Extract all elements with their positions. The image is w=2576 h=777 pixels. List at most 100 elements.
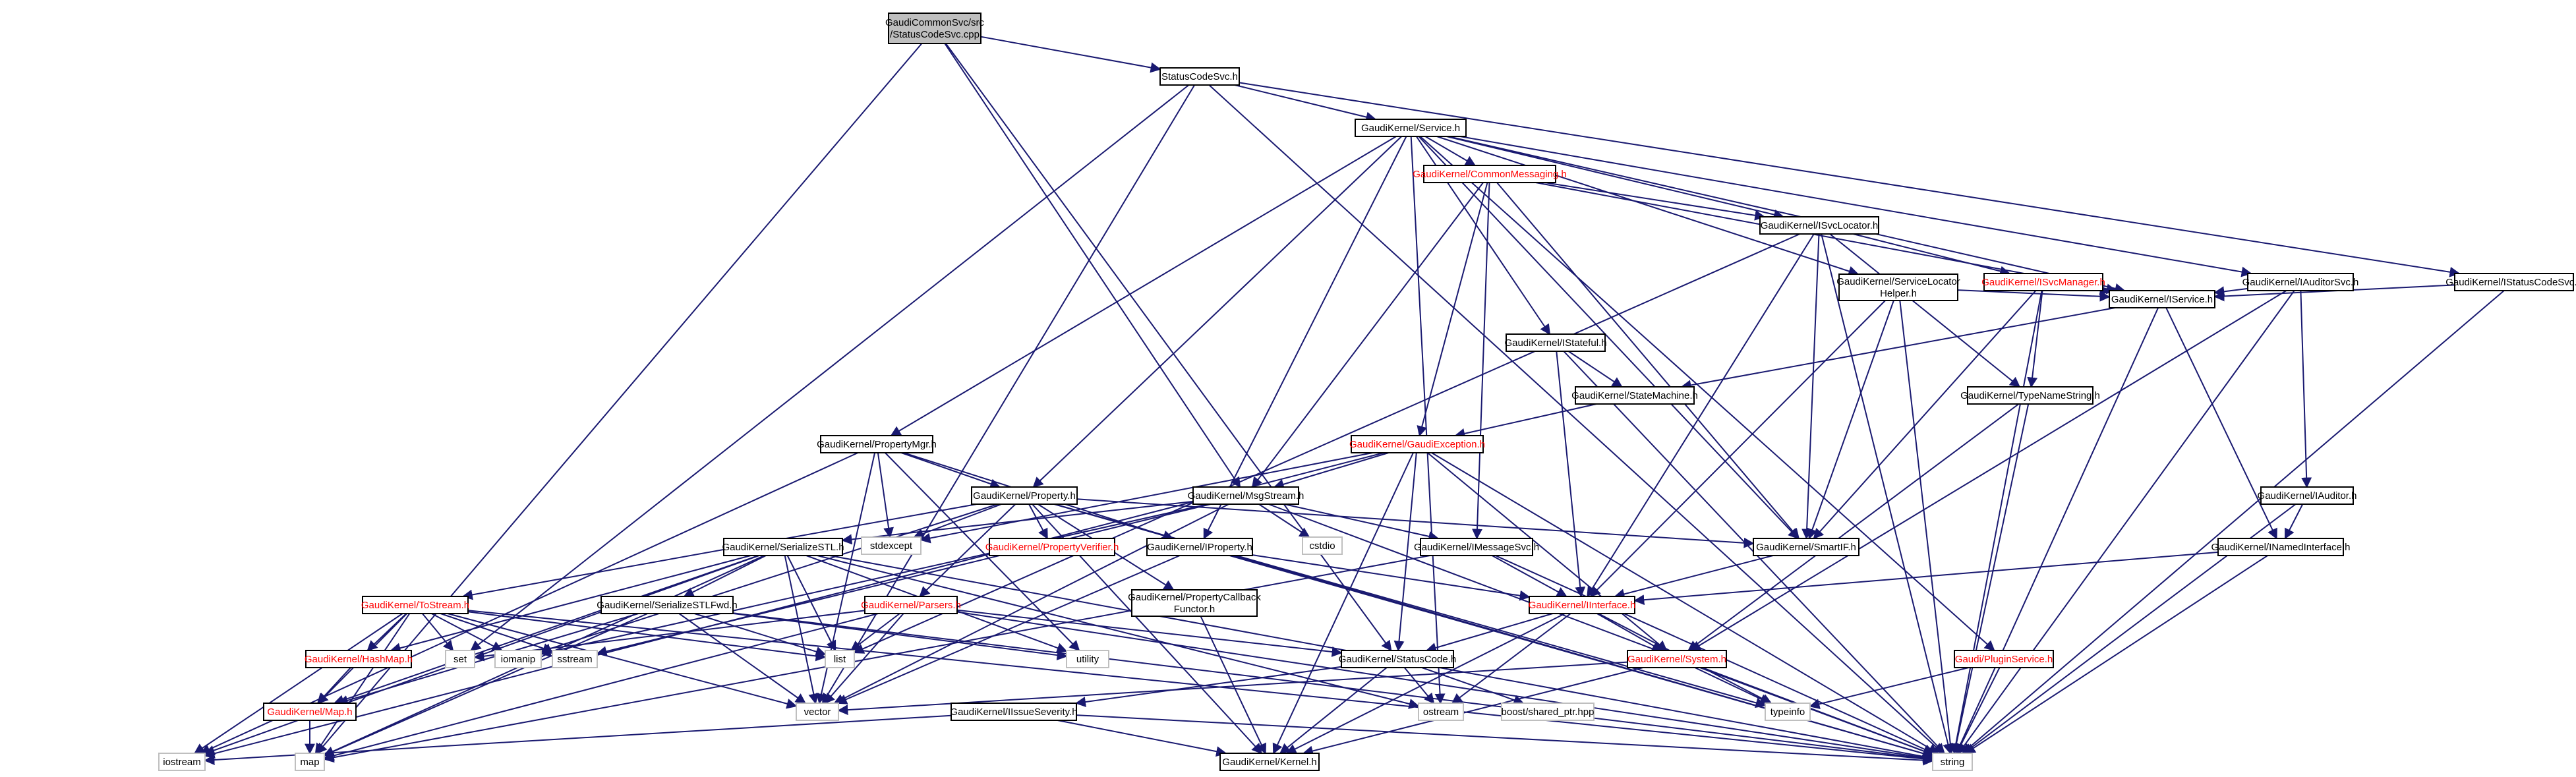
edge-isvclocator_h-to-list bbox=[853, 233, 1801, 654]
edge-system_h-to-typeinfo bbox=[1694, 667, 1771, 705]
node-box bbox=[1838, 273, 1958, 301]
edge-serializestl_h-to-hashmap_h bbox=[390, 555, 751, 654]
node-box bbox=[1131, 589, 1258, 617]
edge-root-to-msgstream_h bbox=[944, 43, 1241, 488]
node-ostream[interactable]: ostream bbox=[1418, 703, 1464, 721]
node-label: Helper.h bbox=[1880, 288, 1917, 299]
edge-tostream_h-to-iomanip bbox=[431, 613, 503, 651]
node-serializestl_h[interactable]: GaudiKernel/SerializeSTL.h bbox=[722, 538, 844, 556]
node-iinterface_h[interactable]: GaudiKernel/IInterface.h bbox=[1529, 596, 1636, 614]
edge-svclocatorhelper_h-to-iservice_h bbox=[1957, 289, 2111, 302]
node-label: StatusCodeSvc.h bbox=[1161, 71, 1238, 82]
node-istatuscodesvc_h[interactable]: GaudiKernel/IStatusCodeSvc.h bbox=[2445, 273, 2576, 291]
edge-system_h-to-string bbox=[1699, 667, 1934, 757]
edge-service_h-to-propertymgr_h bbox=[890, 136, 1397, 436]
node-statuscode_h[interactable]: GaudiKernel/StatusCode.h bbox=[1339, 650, 1456, 668]
edge-gaudiexception_h-to-kernel_h bbox=[1272, 452, 1414, 755]
node-property_h[interactable]: GaudiKernel/Property.h bbox=[971, 486, 1078, 505]
node-stdexcept[interactable]: stdexcept bbox=[861, 536, 922, 555]
node-statemachine_h[interactable]: GaudiKernel/StateMachine.h bbox=[1571, 386, 1698, 405]
edge-serializestlfwd_h-to-map_h bbox=[337, 613, 639, 706]
node-label: GaudiKernel/CommonMessaging.h bbox=[1413, 169, 1566, 180]
node-isvclocator_h[interactable]: GaudiKernel/ISvcLocator.h bbox=[1759, 216, 1879, 235]
node-typeinfo[interactable]: typeinfo bbox=[1765, 703, 1811, 721]
node-label: GaudiKernel/StatusCode.h bbox=[1339, 654, 1456, 665]
node-kernel_h[interactable]: GaudiKernel/Kernel.h bbox=[1219, 753, 1320, 771]
edge-inamedinterface_h-to-iinterface_h bbox=[1633, 551, 2219, 606]
node-label: GaudiKernel/StateMachine.h bbox=[1571, 390, 1698, 401]
node-box bbox=[2247, 273, 2354, 291]
node-commonmsg_h[interactable]: GaudiKernel/CommonMessaging.h bbox=[1413, 165, 1567, 183]
node-pluginservice_h[interactable]: Gaudi/PluginService.h bbox=[1954, 650, 2054, 668]
edge-imessagesvc_h-to-iinterface_h bbox=[1492, 555, 1567, 597]
node-utility[interactable]: utility bbox=[1066, 650, 1109, 668]
edge-pluginservice_h-to-typeinfo bbox=[1809, 667, 1969, 710]
node-label: GaudiKernel/IService.h bbox=[2111, 294, 2213, 305]
node-boost_sharedptr[interactable]: boost/shared_ptr.hpp bbox=[1501, 703, 1595, 721]
node-box bbox=[1967, 386, 2093, 405]
node-vector[interactable]: vector bbox=[796, 703, 839, 721]
node-inamedinterface_h[interactable]: GaudiKernel/INamedInterface.h bbox=[2211, 538, 2351, 556]
edge-statuscode_h-to-kernel_h bbox=[1279, 667, 1388, 755]
node-box bbox=[2109, 290, 2215, 308]
node-smartif_h[interactable]: GaudiKernel/SmartIF.h bbox=[1753, 538, 1859, 556]
edge-propertymgr_h-to-stdexcept bbox=[877, 452, 894, 538]
node-root[interactable]: GaudiCommonSvc/src/StatusCodeSvc.cpp bbox=[885, 13, 985, 44]
node-statuscodesvc_h[interactable]: StatusCodeSvc.h bbox=[1159, 67, 1240, 86]
node-box bbox=[1983, 273, 2103, 291]
node-propertyverifier_h[interactable]: GaudiKernel/PropertyVerifier.h bbox=[985, 538, 1119, 556]
edge-tostream_h-to-vector bbox=[447, 613, 798, 709]
edge-tostream_h-to-list bbox=[467, 611, 827, 662]
node-label: utility bbox=[1076, 654, 1099, 665]
node-gaudiexception_h[interactable]: GaudiKernel/GaudiException.h bbox=[1349, 435, 1485, 453]
node-iostream[interactable]: iostream bbox=[158, 753, 206, 771]
node-service_h[interactable]: GaudiKernel/Service.h bbox=[1355, 119, 1467, 137]
node-label: list bbox=[834, 654, 846, 665]
node-hashmap_h[interactable]: GaudiKernel/HashMap.h bbox=[305, 650, 413, 668]
edge-tostream_h-to-set bbox=[422, 613, 454, 652]
node-layer: GaudiCommonSvc/src/StatusCodeSvc.cppStat… bbox=[158, 13, 2576, 771]
node-map_h[interactable]: GaudiKernel/Map.h bbox=[263, 703, 357, 721]
edge-parsers_h-to-set bbox=[473, 610, 865, 662]
edge-root-to-statuscodesvc_h bbox=[980, 36, 1161, 73]
node-msgstream_h[interactable]: GaudiKernel/MsgStream.h bbox=[1188, 486, 1304, 505]
node-tostream_h[interactable]: GaudiKernel/ToStream.h bbox=[361, 596, 469, 614]
node-box bbox=[1529, 596, 1635, 614]
node-propertymgr_h[interactable]: GaudiKernel/PropertyMgr.h bbox=[817, 435, 937, 453]
node-imessagesvc_h[interactable]: GaudiKernel/IMessageSvc.h bbox=[1414, 538, 1539, 556]
edge-property_h-to-parsers_h bbox=[919, 504, 1016, 598]
node-box bbox=[1759, 216, 1879, 235]
node-parsers_h[interactable]: GaudiKernel/Parsers.h bbox=[861, 596, 961, 614]
node-system_h[interactable]: GaudiKernel/System.h bbox=[1627, 650, 1727, 668]
node-iissueseverity_h[interactable]: GaudiKernel/IIssueSeverity.h bbox=[950, 703, 1078, 721]
node-istateful_h[interactable]: GaudiKernel/IStateful.h bbox=[1504, 333, 1607, 352]
edge-property_h-to-propertyverifier_h bbox=[1028, 504, 1048, 540]
edge-msgstream_h-to-serializestl_h bbox=[841, 500, 1194, 545]
node-typenamestring_h[interactable]: GaudiKernel/TypeNameString.h bbox=[1960, 386, 2100, 405]
node-box bbox=[1954, 650, 2054, 668]
edge-parsers_h-to-string bbox=[956, 611, 1934, 763]
node-string[interactable]: string bbox=[1932, 753, 1973, 771]
node-iauditorsvc_h[interactable]: GaudiKernel/IAuditorSvc.h bbox=[2242, 273, 2359, 291]
edge-property_h-to-stdexcept bbox=[913, 504, 1002, 539]
node-label: GaudiKernel/ISvcManager.h bbox=[1981, 277, 2105, 288]
node-iproperty_h[interactable]: GaudiKernel/IProperty.h bbox=[1146, 538, 1253, 556]
node-serializestlfwd_h[interactable]: GaudiKernel/SerializeSTLFwd.h bbox=[597, 596, 738, 614]
node-sstream[interactable]: sstream bbox=[552, 650, 598, 668]
edge-statemachine_h-to-gaudiexception_h bbox=[1454, 403, 1597, 439]
node-cstdio[interactable]: cstdio bbox=[1302, 536, 1343, 555]
node-label: GaudiKernel/IProperty.h bbox=[1147, 542, 1252, 553]
node-list[interactable]: list bbox=[825, 650, 855, 668]
node-box bbox=[1627, 650, 1727, 668]
node-map[interactable]: map bbox=[295, 753, 325, 771]
node-isvcmanager_h[interactable]: GaudiKernel/ISvcManager.h bbox=[1981, 273, 2105, 291]
node-label: GaudiKernel/IIssueSeverity.h bbox=[950, 706, 1077, 718]
node-set[interactable]: set bbox=[445, 650, 475, 668]
node-iservice_h[interactable]: GaudiKernel/IService.h bbox=[2109, 290, 2215, 308]
node-iauditor_h[interactable]: GaudiKernel/IAuditor.h bbox=[2258, 486, 2357, 505]
node-iomanip[interactable]: iomanip bbox=[494, 650, 542, 668]
edge-inamedinterface_h-to-string bbox=[1964, 555, 2268, 754]
